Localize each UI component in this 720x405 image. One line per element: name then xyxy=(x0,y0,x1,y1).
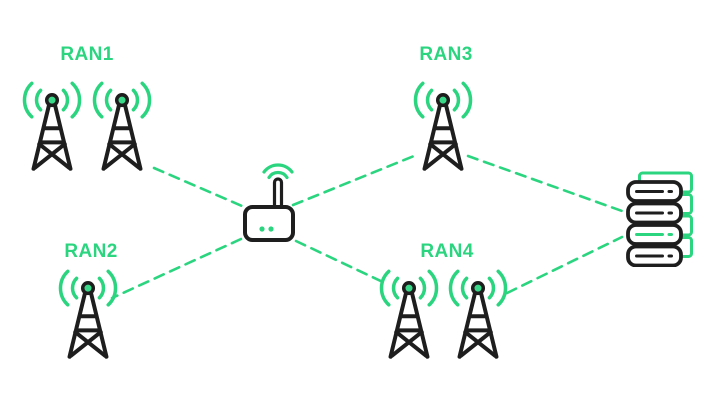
radio-tower-icon xyxy=(92,81,152,171)
wifi-signal-icon xyxy=(262,163,294,180)
link-ran4-servers xyxy=(505,235,624,295)
link-ran4-router xyxy=(294,239,387,285)
radio-tower-icon xyxy=(448,269,508,359)
link-ran2-router xyxy=(110,237,243,300)
router-led xyxy=(268,226,274,232)
router-body xyxy=(243,205,295,242)
ran2-label: RAN2 xyxy=(64,241,118,262)
server-stack-icon xyxy=(626,171,693,267)
link-ran1-router xyxy=(152,166,244,208)
ran4-label: RAN4 xyxy=(420,241,474,262)
ran1-label: RAN1 xyxy=(60,44,114,65)
wireless-router-icon xyxy=(243,163,295,242)
server-unit xyxy=(626,180,683,267)
radio-tower-icon xyxy=(413,81,473,171)
ran3-label: RAN3 xyxy=(419,44,473,65)
router-led xyxy=(259,226,265,232)
radio-tower-icon xyxy=(58,269,118,359)
link-ran3-servers xyxy=(466,154,624,213)
link-ran3-router xyxy=(291,154,416,207)
